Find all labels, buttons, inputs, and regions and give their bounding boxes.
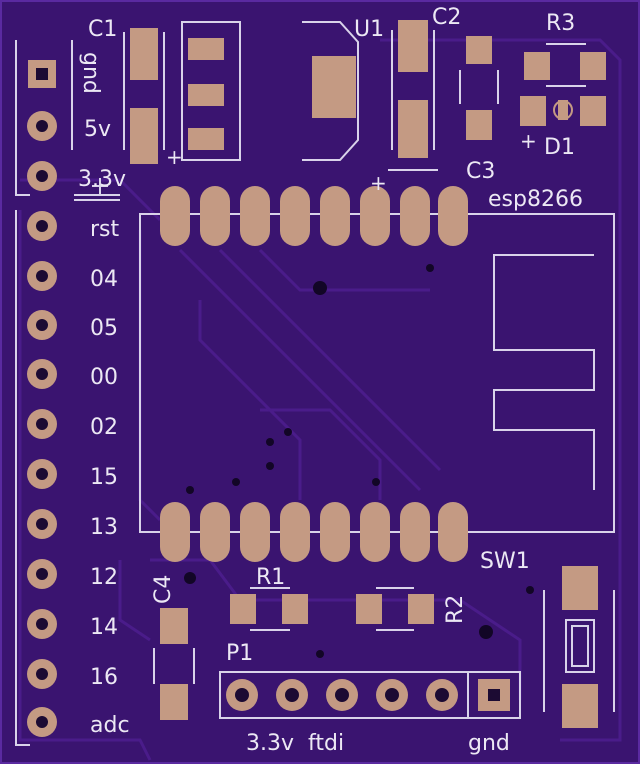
pin-label-00: 00 [90,365,118,390]
silk-labels: C1 + U1 C2 R3 + D1 + C3 esp8266 gnd 5v 3… [78,5,583,756]
c4-label: C4 [151,575,176,604]
traces [18,38,622,761]
gnd-bottom-label: gnd [468,731,510,756]
pin-label-rst: rst [90,217,120,242]
gpio-header-pins [27,211,57,737]
pin-label-12: 12 [90,565,118,590]
u1-label: U1 [354,17,384,42]
pin-label-adc: adc [90,713,130,738]
c4-capacitor [153,608,195,720]
pin-label-14: 14 [90,615,118,640]
esp8266-label: esp8266 [488,187,583,212]
sw1-switch [543,566,615,728]
regulator [181,21,241,161]
d1-led [520,96,606,126]
d1-plus-label: + [520,129,537,153]
c1-capacitor [123,28,165,164]
r2-resistor [356,587,434,631]
left-header-outline [15,40,120,746]
c1-plus-label: + [166,145,183,169]
pin-label-15: 15 [90,465,118,490]
3v3-label: 3.3v [78,167,126,192]
c1-label: C1 [88,17,117,42]
pin-label-13: 13 [90,515,118,540]
5v-label: 5v [84,117,111,142]
c3-capacitor [459,36,499,140]
r1-label: R1 [256,565,285,590]
c2-capacitor [388,20,438,171]
vias [184,264,534,658]
ftdi-label: 3.3v ftdi [246,731,344,756]
r1-resistor [230,587,308,631]
r2-label: R2 [443,595,468,624]
d1-label: D1 [544,135,575,160]
sw1-label: SW1 [480,549,530,574]
gnd-rotated-label: gnd [78,52,103,94]
pin-label-05: 05 [90,316,118,341]
p1-label: P1 [226,641,253,666]
u1-chip [302,21,359,161]
pin-label-02: 02 [90,415,118,440]
r3-resistor [524,43,606,87]
c3-plus-label: + [370,171,387,195]
power-header-pins [27,60,57,191]
esp8266-module [139,186,615,562]
ftdi-header [219,671,521,719]
c2-label: C2 [432,5,461,30]
pin-label-04: 04 [90,267,118,292]
pin-label-16: 16 [90,665,118,690]
r3-label: R3 [546,11,575,36]
c3-label: C3 [466,159,495,184]
